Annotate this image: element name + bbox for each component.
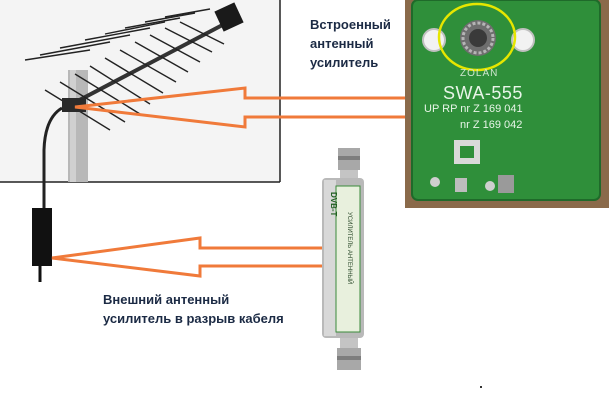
caption-line: усилитель в разрыв кабеля: [103, 311, 284, 326]
toroid-coil: [460, 20, 496, 56]
arrow-to-cable: [51, 236, 322, 278]
caption-built-in-amplifier: Встроенный антенный усилитель: [310, 15, 410, 72]
caption-line: усилитель: [310, 55, 379, 70]
pcb-model-label: SWA-555: [443, 83, 523, 103]
stray-dot: [480, 386, 482, 388]
pcb-brand-label: ZOLAN: [460, 68, 499, 79]
antenna-head: [214, 2, 244, 32]
caption-line: Встроенный: [310, 17, 391, 32]
antenna-photo: [0, 0, 281, 210]
pcb-amplifier-photo: [405, 0, 609, 208]
caption-line: Внешний антенный: [103, 292, 230, 307]
arrow-to-antenna: [74, 86, 405, 129]
pcb-serial-line: UP RP nr Z 169 041: [424, 103, 523, 115]
cable-amplifier-block: [32, 208, 52, 282]
caption-line: антенный: [310, 36, 374, 51]
highlight-circle: [437, 2, 517, 72]
caption-external-amplifier: Внешний антенный усилитель в разрыв кабе…: [103, 290, 323, 328]
antenna-cable: [42, 106, 63, 210]
external-amplifier-device: [322, 148, 364, 370]
external-amp-label: УСИЛИТЕЛЬ АНТЕННЫЙ: [346, 212, 352, 285]
external-amp-brand: DVB-T: [329, 192, 338, 217]
pcb-serial-line: nr Z 169 042: [460, 119, 523, 131]
